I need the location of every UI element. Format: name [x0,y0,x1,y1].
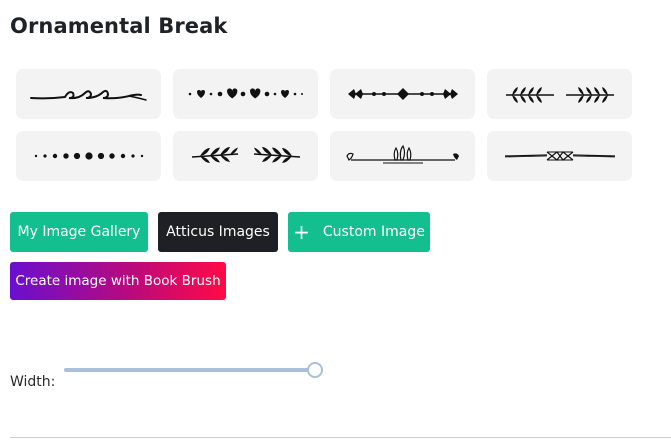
ornament-option[interactable] [330,69,475,119]
ornament-option[interactable] [330,131,475,181]
width-slider[interactable] [64,362,323,378]
my-image-gallery-button[interactable]: My Image Gallery [10,212,148,252]
atticus-images-label: Atticus Images [166,224,270,240]
width-label: Width: [10,374,56,390]
tulip-line-divider-icon [345,144,459,164]
ornament-grid [16,69,632,181]
ornament-option[interactable] [16,69,161,119]
custom-image-label: Custom Image [322,224,425,240]
laurel-branches-divider-icon [505,87,614,103]
crossed-diamond-divider-icon [504,151,615,161]
graduated-dots-divider-icon [34,152,143,160]
ornament-option[interactable] [173,69,318,119]
atticus-images-button[interactable]: Atticus Images [158,212,278,252]
book-brush-label: Create image with Book Brush [15,273,221,289]
width-slider-handle[interactable] [307,362,323,378]
my-image-gallery-label: My Image Gallery [17,224,141,240]
ornament-option[interactable] [487,131,632,181]
wheat-leaves-divider-icon [191,147,300,163]
ornament-option[interactable] [173,131,318,181]
arrow-diamond-divider-icon [347,88,458,100]
hearts-dots-divider-icon [188,88,303,99]
ornament-option[interactable] [487,69,632,119]
panel-title: Ornamental Break [10,14,228,38]
book-brush-button[interactable]: Create image with Book Brush [10,262,226,300]
width-slider-fill [64,368,314,372]
ornament-option[interactable] [16,131,161,181]
plus-icon: + [293,220,310,244]
swirl-script-divider-icon [29,89,147,101]
section-divider [10,437,671,438]
custom-image-button[interactable]: + Custom Image [288,212,430,252]
